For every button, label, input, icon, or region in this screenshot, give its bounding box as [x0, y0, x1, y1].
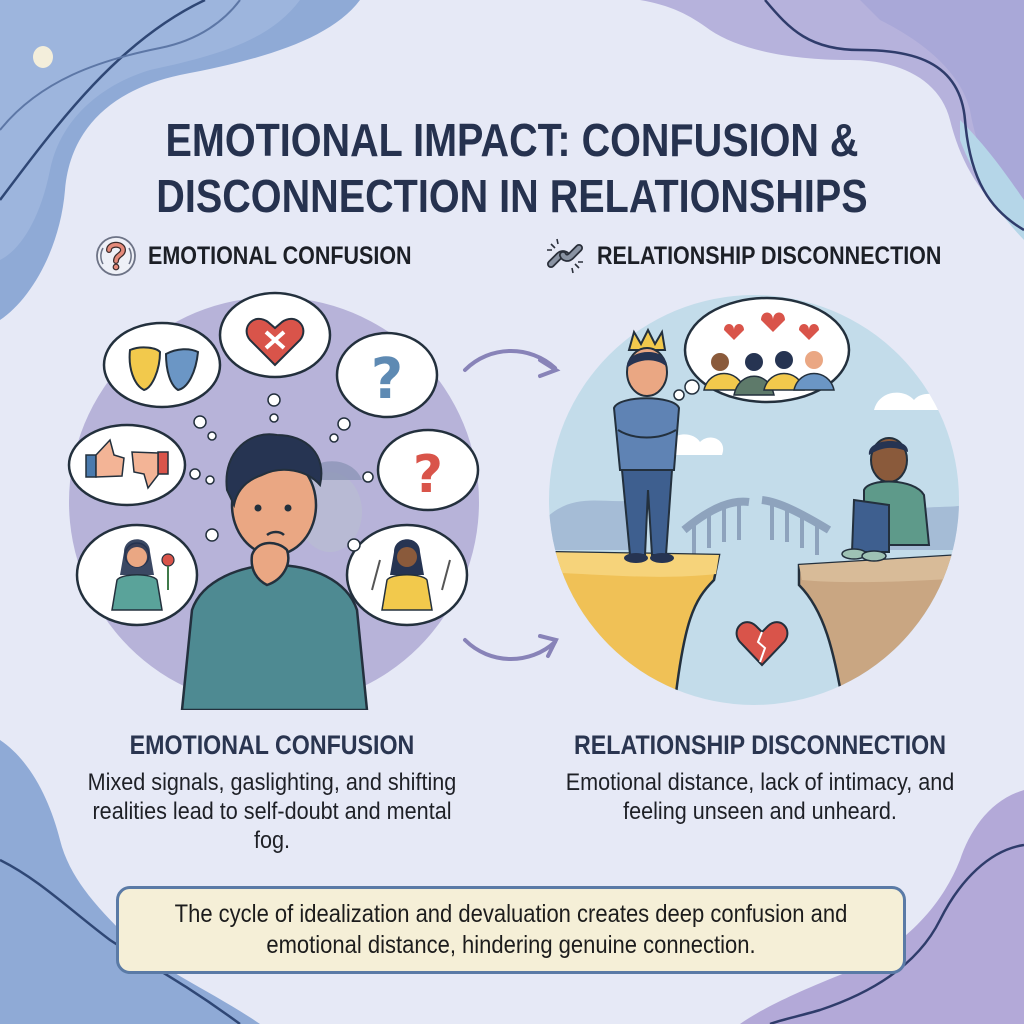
crown-icon	[627, 327, 667, 351]
summary-note: The cycle of idealization and devaluatio…	[116, 886, 906, 974]
section-header-disconnection: RELATIONSHIP DISCONNECTION	[543, 234, 998, 278]
thought-bubble-question-blue: ?	[335, 331, 439, 419]
svg-text:?: ?	[371, 347, 403, 412]
thought-bubble-woman-thorns	[345, 523, 469, 627]
question-mark-icon	[96, 236, 136, 276]
arrow-bottom-icon	[463, 638, 557, 661]
summary-note-text: The cycle of idealization and devaluatio…	[174, 900, 848, 959]
section-header-label: RELATIONSHIP DISCONNECTION	[597, 241, 942, 270]
svg-text:?: ?	[413, 445, 443, 505]
arrow-top-icon	[463, 349, 557, 372]
section-header-label: EMOTIONAL CONFUSION	[148, 241, 412, 270]
transition-arrows	[463, 349, 561, 661]
section-header-confusion: EMOTIONAL CONFUSION	[94, 234, 454, 278]
caption-title-disconnection: RELATIONSHIP DISCONNECTION	[574, 730, 946, 760]
confusion-illustration: ? ?	[67, 291, 480, 710]
title-line-1: EMOTIONAL IMPACT: CONFUSION &	[165, 114, 859, 166]
broken-chain-icon	[547, 238, 583, 274]
thought-bubble-woman-rose	[75, 523, 199, 627]
caption-body-confusion: Mixed signals, gaslighting, and shifting…	[87, 769, 457, 854]
disconnection-illustration	[549, 295, 959, 705]
page-title: EMOTIONAL IMPACT: CONFUSION & DISCONNECT…	[72, 112, 953, 224]
thought-bubble-masks	[102, 321, 222, 409]
title-line-2: DISCONNECTION IN RELATIONSHIPS	[156, 170, 868, 222]
thought-bubble-thumbs	[67, 423, 187, 507]
caption-title-confusion: EMOTIONAL CONFUSION	[129, 730, 415, 760]
thought-bubble-heart-x	[218, 291, 332, 379]
thought-bubble-question-red: ?	[376, 428, 480, 512]
caption-body-disconnection: Emotional distance, lack of intimacy, an…	[565, 769, 955, 825]
